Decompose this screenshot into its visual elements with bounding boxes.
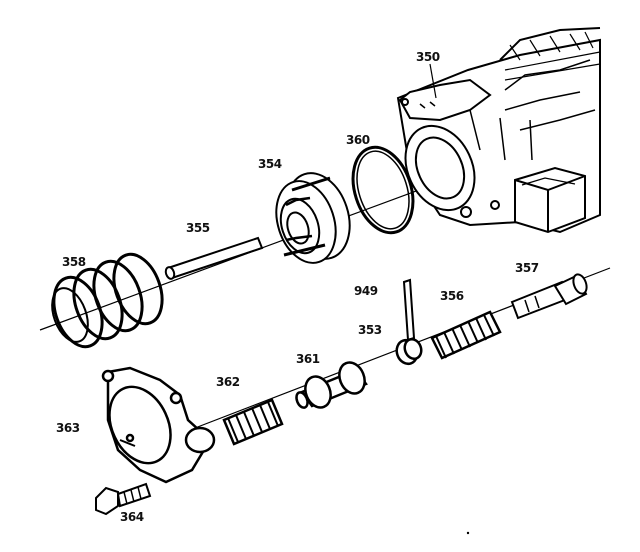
cover-plate xyxy=(101,366,216,484)
label-360: 360 xyxy=(346,133,370,147)
piston xyxy=(275,172,351,264)
sleeve xyxy=(395,337,423,366)
label-354: 354 xyxy=(258,157,282,171)
stray-dot xyxy=(466,531,470,535)
label-364: 364 xyxy=(120,510,144,524)
outer-spring xyxy=(51,252,164,349)
label-355: 355 xyxy=(186,221,210,235)
pin xyxy=(164,236,264,280)
label-362: 362 xyxy=(216,375,240,389)
bolt xyxy=(95,482,152,516)
label-356: 356 xyxy=(440,289,464,303)
check-ball-pin xyxy=(402,278,416,342)
label-357: 357 xyxy=(515,261,539,275)
label-350: 350 xyxy=(416,50,440,64)
valve-body-housing xyxy=(396,27,601,234)
inner-spring xyxy=(430,310,502,360)
leader-350 xyxy=(429,63,437,99)
retainer-bushing xyxy=(510,273,588,320)
valve xyxy=(295,361,368,409)
label-949: 949 xyxy=(354,284,378,298)
small-spring xyxy=(222,398,284,446)
label-361: 361 xyxy=(296,352,320,366)
label-358: 358 xyxy=(62,255,86,269)
seal-ring xyxy=(351,145,415,235)
label-353: 353 xyxy=(358,323,382,337)
label-363: 363 xyxy=(56,421,80,435)
